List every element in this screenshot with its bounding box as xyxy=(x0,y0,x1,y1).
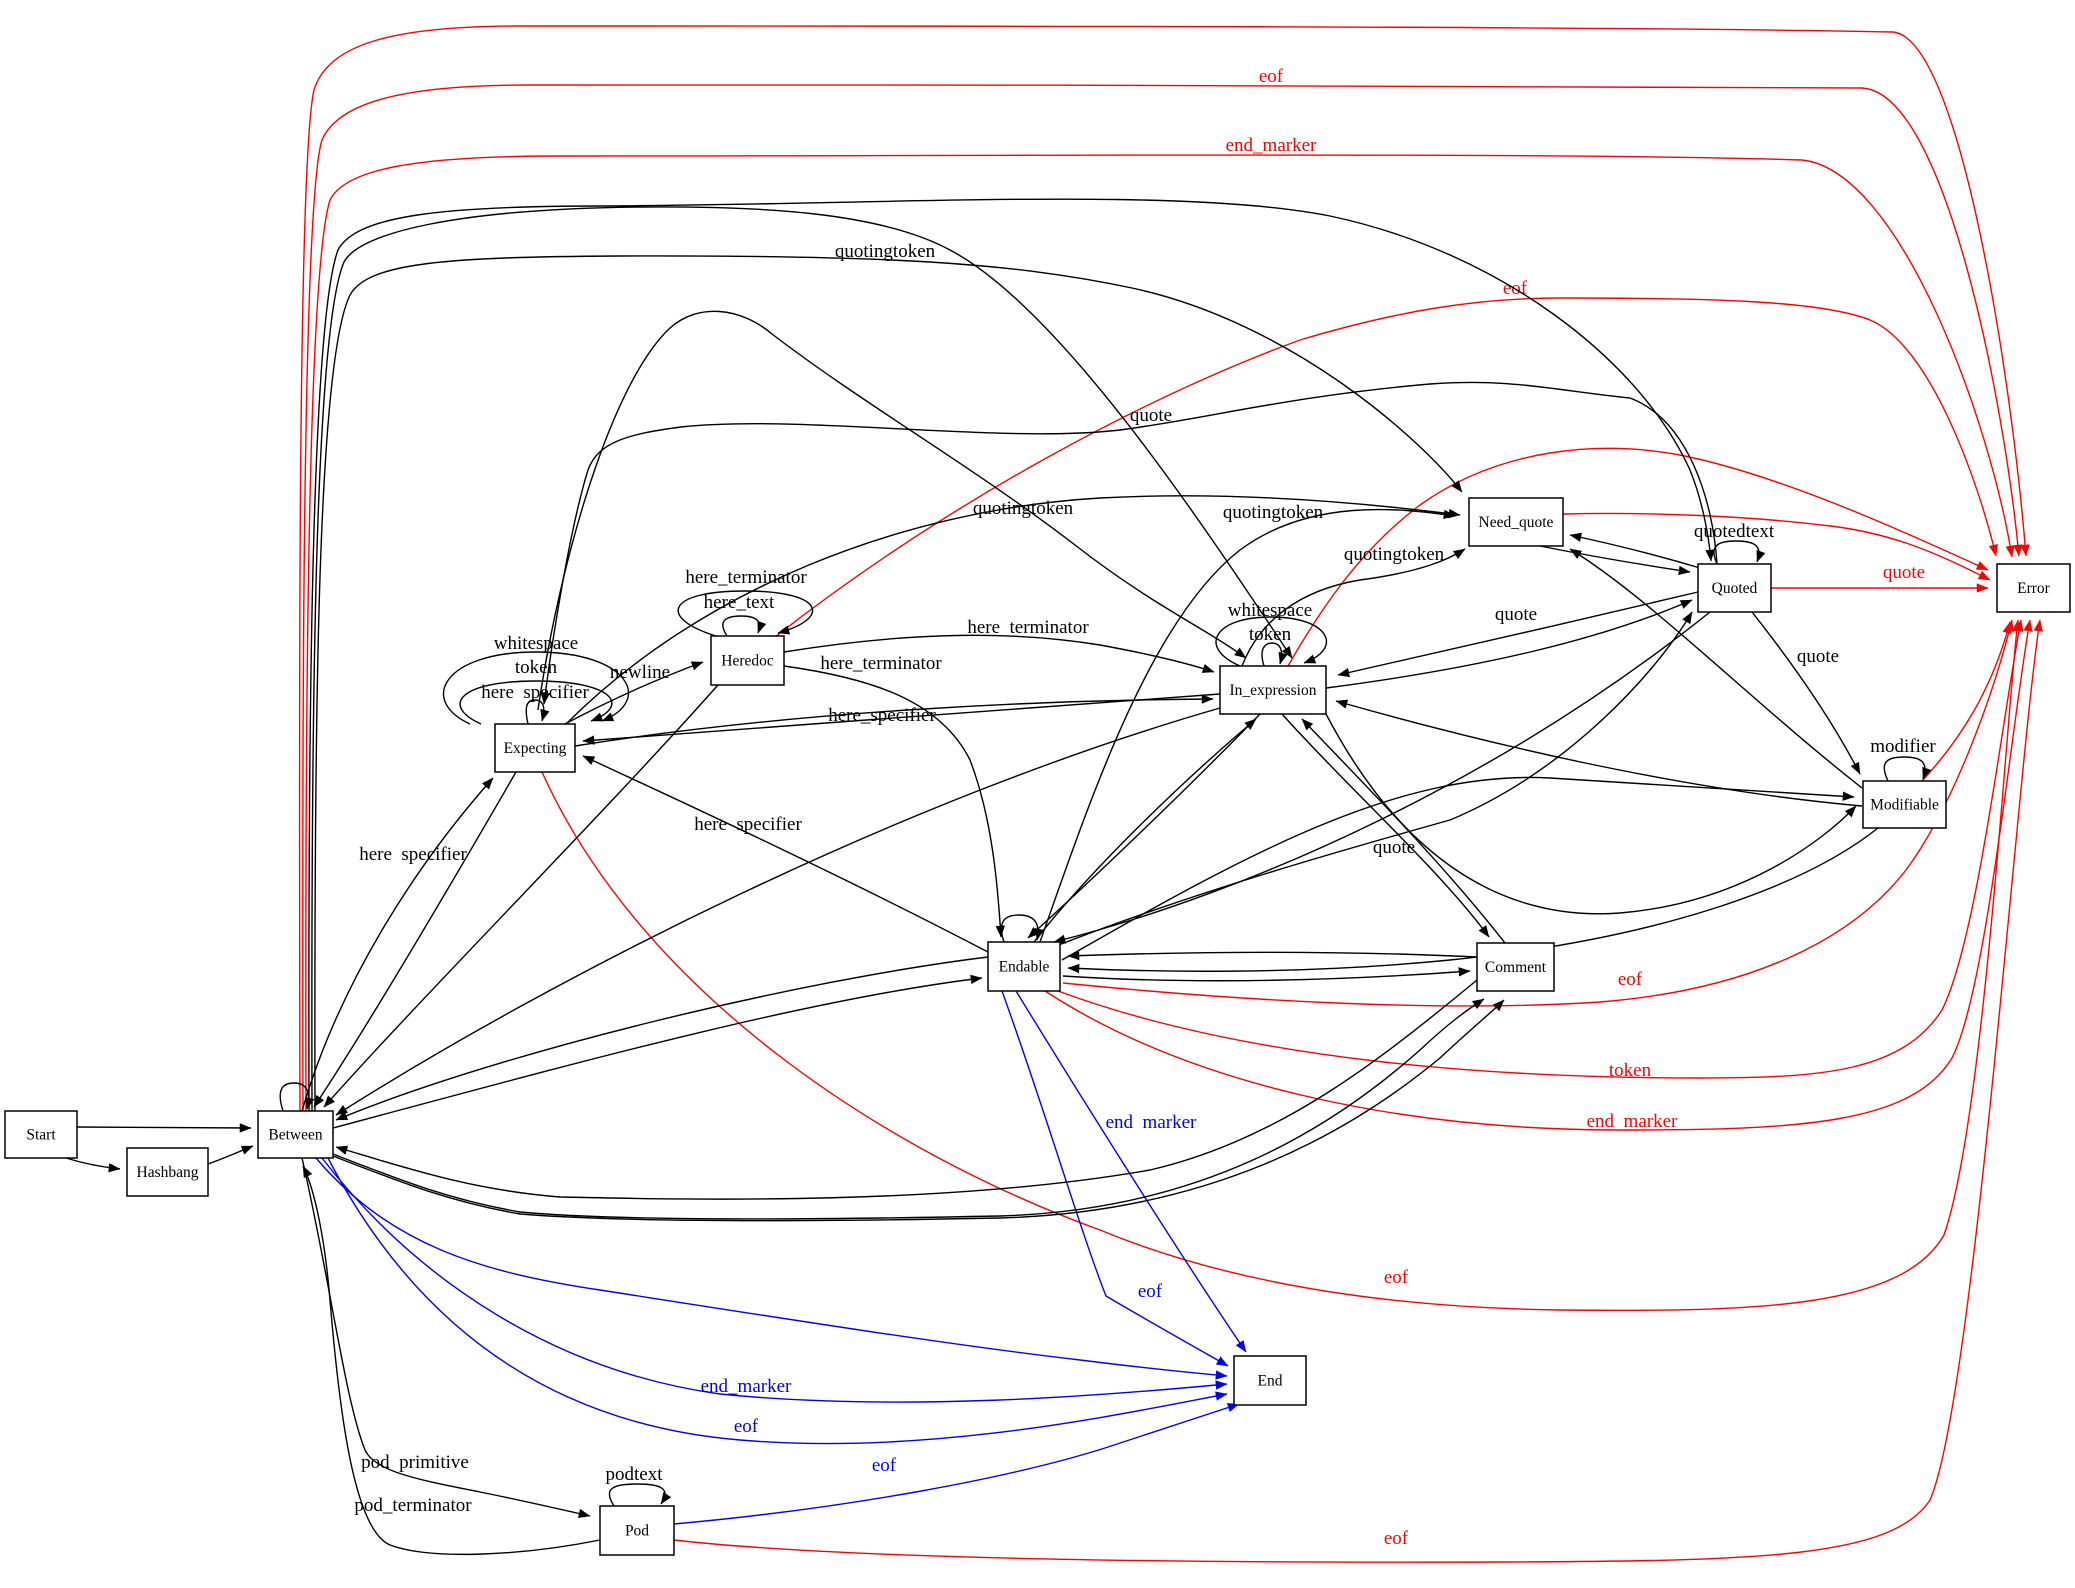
svg-text:Between: Between xyxy=(268,1127,322,1144)
svg-text:Pod: Pod xyxy=(625,1523,649,1540)
svg-text:end_marker: end_marker xyxy=(701,1376,792,1397)
svg-text:eof: eof xyxy=(1384,1267,1409,1288)
svg-text:quote: quote xyxy=(1495,604,1537,625)
svg-text:whitespace: whitespace xyxy=(494,633,578,654)
svg-text:eof: eof xyxy=(734,1416,759,1437)
svg-text:Heredoc: Heredoc xyxy=(721,653,774,670)
svg-text:Quoted: Quoted xyxy=(1712,580,1758,597)
svg-text:end marker: end marker xyxy=(1106,1112,1197,1133)
svg-text:eof: eof xyxy=(1138,1281,1163,1302)
svg-text:Error: Error xyxy=(2017,580,2051,597)
svg-text:quotingtoken: quotingtoken xyxy=(973,498,1074,519)
svg-text:quotedtext: quotedtext xyxy=(1694,521,1775,542)
svg-text:End: End xyxy=(1258,1373,1283,1390)
svg-text:eof: eof xyxy=(1259,66,1284,87)
svg-text:quote: quote xyxy=(1883,562,1925,583)
svg-text:token: token xyxy=(1249,624,1292,645)
svg-text:eof: eof xyxy=(1618,969,1643,990)
svg-text:here specifier: here specifier xyxy=(359,844,467,865)
svg-text:Comment: Comment xyxy=(1485,959,1547,976)
svg-text:eof: eof xyxy=(1384,1528,1409,1549)
svg-text:end_marker: end_marker xyxy=(1226,135,1317,156)
svg-text:here specifier: here specifier xyxy=(481,682,589,703)
svg-text:here_terminator: here_terminator xyxy=(820,653,942,674)
svg-text:quote: quote xyxy=(1373,837,1415,858)
svg-text:modifier: modifier xyxy=(1870,736,1936,757)
svg-text:Need_quote: Need_quote xyxy=(1479,514,1554,531)
svg-text:here_specifier: here_specifier xyxy=(828,705,936,726)
svg-text:here_terminator: here_terminator xyxy=(685,567,807,588)
svg-text:Hashbang: Hashbang xyxy=(137,1164,199,1181)
svg-text:here specifier: here specifier xyxy=(694,814,802,835)
svg-text:quotingtoken: quotingtoken xyxy=(1223,502,1324,523)
svg-text:In_expression: In_expression xyxy=(1230,682,1317,699)
svg-text:quotingtoken: quotingtoken xyxy=(835,241,936,262)
svg-text:Endable: Endable xyxy=(999,959,1050,976)
svg-text:here terminator: here terminator xyxy=(967,617,1089,638)
svg-text:podtext: podtext xyxy=(606,1464,664,1485)
svg-text:whitespace: whitespace xyxy=(1228,600,1312,621)
svg-text:quotingtoken: quotingtoken xyxy=(1344,544,1445,565)
svg-text:token: token xyxy=(515,657,558,678)
svg-text:eof: eof xyxy=(872,1455,897,1476)
svg-text:pod primitive: pod primitive xyxy=(361,1452,469,1473)
svg-text:token: token xyxy=(1609,1060,1652,1081)
svg-text:pod_terminator: pod_terminator xyxy=(354,1495,472,1516)
svg-text:here_text: here_text xyxy=(704,592,775,613)
svg-text:quote: quote xyxy=(1130,405,1172,426)
svg-text:end marker: end marker xyxy=(1587,1111,1678,1132)
svg-text:Modifiable: Modifiable xyxy=(1870,797,1939,814)
svg-text:quote: quote xyxy=(1797,646,1839,667)
svg-text:newline: newline xyxy=(610,662,670,683)
svg-text:Start: Start xyxy=(26,1127,56,1144)
svg-text:Expecting: Expecting xyxy=(504,740,567,757)
